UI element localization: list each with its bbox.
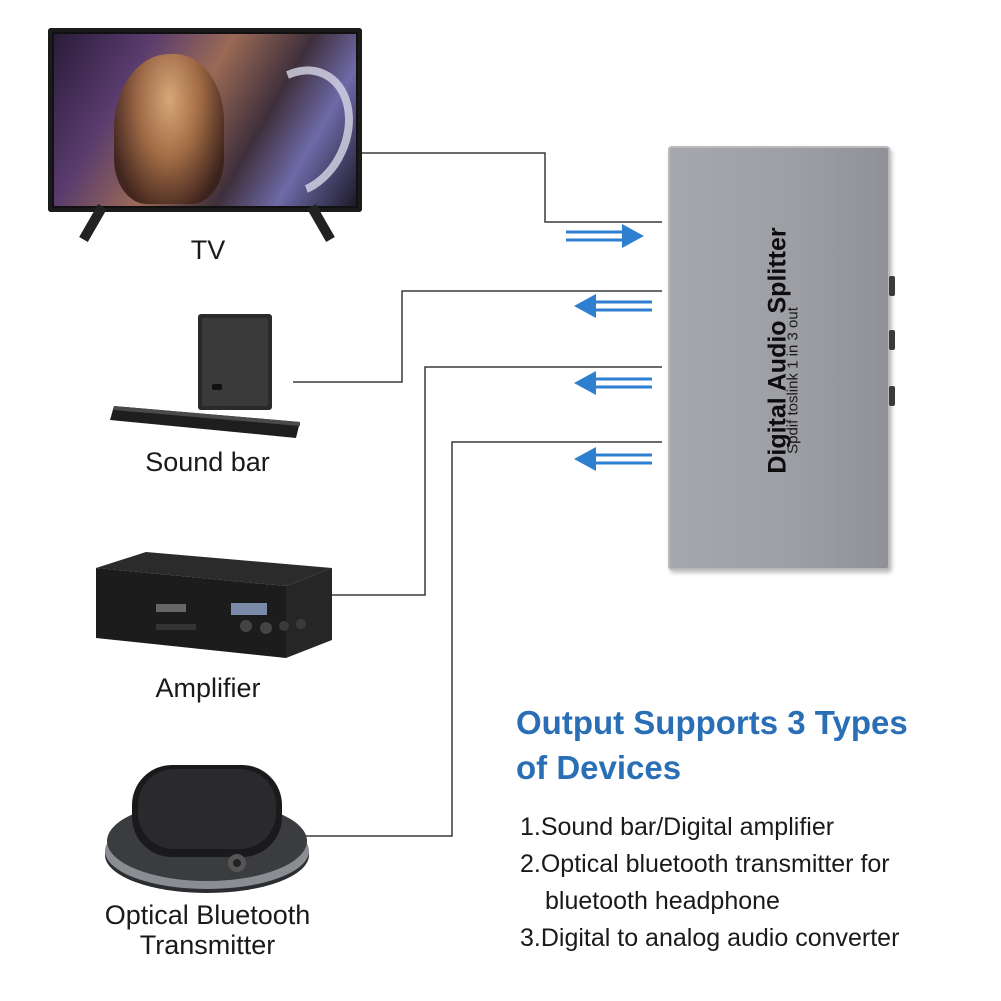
tv-label: TV	[190, 235, 226, 265]
tv-wire	[362, 152, 662, 223]
amplifier-label: Amplifier	[155, 673, 261, 703]
list-item: 1.Sound bar/Digital amplifier	[520, 813, 835, 841]
input-arrow-icon	[566, 224, 644, 248]
audio-splitter-device: Digital Audio Splitter Spdif toslink 1 i…	[668, 146, 890, 570]
list-item: 3.Digital to analog audio converter	[520, 924, 900, 952]
splitter-port-2	[889, 330, 895, 350]
splitter-subtitle: Spdif toslink 1 in 3 out	[784, 307, 802, 454]
heading-line1: Output Supports 3 Types	[516, 704, 908, 741]
device-type-list: 1.Sound bar/Digital amplifier 2.Optical …	[520, 809, 990, 957]
amplifier-wire	[330, 366, 662, 596]
output-heading: Output Supports 3 Types of Devices	[516, 700, 986, 790]
output-arrow-icon-3	[574, 447, 652, 471]
soundbar-image	[110, 314, 300, 438]
amplifier-image	[96, 552, 332, 658]
bluetooth-transmitter-label: Optical Bluetooth Transmitter	[80, 900, 335, 960]
soundbar-label: Sound bar	[145, 447, 270, 477]
list-item: 2.Optical bluetooth transmitter for	[520, 850, 890, 878]
tv-image	[48, 28, 362, 212]
output-arrow-icon-2	[574, 371, 652, 395]
bluetooth-label-line2: Transmitter	[139, 930, 276, 960]
bluetooth-wire	[306, 441, 662, 837]
list-item-continuation: bluetooth headphone	[545, 887, 780, 915]
bluetooth-label-line1: Optical Bluetooth	[104, 900, 311, 930]
soundbar-wire	[293, 290, 662, 383]
output-arrow-icon-1	[574, 294, 652, 318]
splitter-port-1	[889, 276, 895, 296]
heading-line2: of Devices	[516, 749, 682, 786]
splitter-port-3	[889, 386, 895, 406]
bluetooth-transmitter-image	[105, 765, 309, 893]
